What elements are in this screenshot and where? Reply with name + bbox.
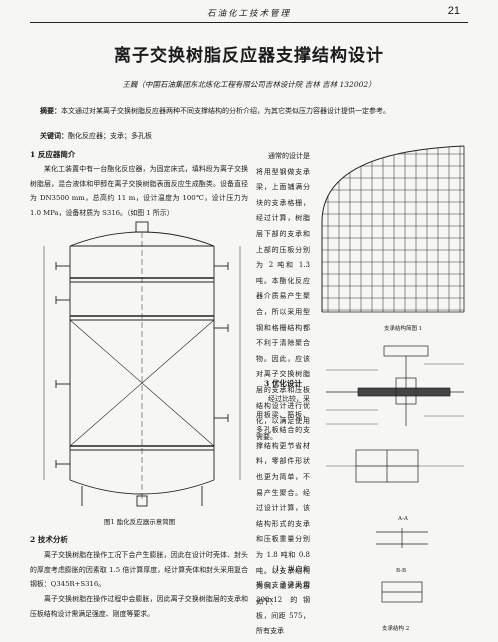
author-line: 王巍（中国石油集团东北炼化工程有限公司吉林设计院 吉林 吉林 132002）: [122, 80, 376, 89]
keywords-label: 关键词：: [40, 131, 68, 140]
section-label-b: B-B: [396, 568, 407, 574]
support-detail-drawing: [326, 345, 464, 483]
abstract-text: 本文通过对某离子交换树脂反应器两种不同支撑结构的分析介绍，为其它类似压力容器设计…: [61, 107, 390, 115]
support-grid-drawing: [321, 145, 465, 313]
abstract: 摘要：本文通过对某离子交换树脂反应器两种不同支撑结构的分析介绍，为其它类似压力容…: [40, 104, 460, 118]
header-rule: [30, 22, 468, 23]
section-2-heading: 2 技术分析: [30, 535, 68, 544]
structure-caption-2: 支承结构 2: [382, 626, 410, 632]
abstract-label: 摘要：: [40, 106, 61, 115]
paper-title: 离子交换树脂反应器支撑结构设计: [114, 46, 384, 66]
section-view-a: [376, 528, 428, 548]
middle-paragraph-1: 通常的设计是将用型钢做支承梁，上面铺满分块的支承格栅，经过计算，树脂层下部的支承…: [256, 152, 310, 441]
section-2-paragraph-2: 离子交换树脂在操作过程中会膨胀，因此离子交换树脂层的支承和压板结构设计需满足强度…: [30, 595, 248, 618]
journal-name: 石油化工技术管理: [206, 9, 291, 19]
section-label-a: A-A: [398, 516, 408, 522]
middle-paragraph-3: （1）纵向和横向支承梁采用 300x12 的钢板，间距 575，所有支承: [256, 565, 310, 636]
section-1-paragraph: 某化工装置中有一台酯化反应器，为固定床式，填料段为离子交换树脂层，混合液体和甲醇…: [30, 165, 248, 217]
section-1-heading: 1 反应器简介: [30, 150, 76, 159]
section-3-heading: 3 优化设计: [264, 379, 302, 388]
keywords-text: 酯化反应器；支承；多孔板: [68, 132, 152, 140]
section-2-paragraph-1: 离子交换树脂在操作工况下会产生膨胀，因此在设计时壳体、封头的厚度考虑膨胀的因素取…: [30, 551, 248, 589]
page-number: 21: [447, 5, 460, 17]
reactor-diagram: [43, 221, 241, 507]
page-header: 石油化工技术管理 21: [0, 0, 498, 24]
figure-1-caption: 图1 酯化反应器示意简图: [104, 518, 176, 526]
middle-paragraph-2: 经过比较，采用板梁、筋板、多孔板结合的支撑结构更节省材料，零部件形状也更为简单，…: [256, 395, 310, 606]
section-view-b: [381, 581, 423, 603]
structure-caption-1: 支承结构简图 1: [384, 326, 423, 332]
keywords: 关键词：酯化反应器；支承；多孔板: [40, 131, 152, 141]
